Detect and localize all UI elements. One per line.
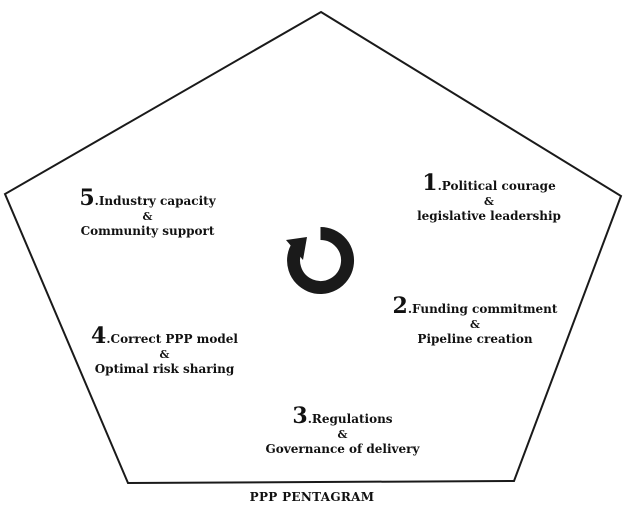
- item-2-subtitle: Pipeline creation: [417, 332, 533, 346]
- item-1-title: Political courage: [441, 179, 556, 193]
- item-5-connector: &: [142, 210, 153, 223]
- item-2-number: 2: [392, 293, 408, 319]
- item-1-number: 1: [422, 170, 438, 196]
- item-5-heading: 5.Industry capacity: [79, 185, 216, 211]
- item-2-heading: 2.Funding commitment: [392, 293, 558, 319]
- item-1-connector: &: [484, 195, 494, 208]
- pentagram-item-3: 3.Regulations & Governance of delivery: [250, 403, 435, 458]
- diagram-caption: PPP PENTAGRAM: [249, 490, 375, 504]
- item-5-title: Industry capacity: [98, 194, 216, 208]
- pentagram-item-1: 1.Political courage & legislative leader…: [409, 170, 569, 225]
- pentagram-item-5: 5.Industry capacity & Community support: [55, 185, 240, 240]
- item-3-connector: &: [337, 428, 348, 441]
- pentagram-item-4: 4.Correct PPP model & Optimal risk shari…: [72, 323, 257, 378]
- item-3-number: 3: [292, 403, 308, 429]
- item-1-heading: 1.Political courage: [422, 170, 556, 196]
- item-3-title: Regulations: [311, 412, 393, 426]
- circular-cycle-arrow-icon: [286, 227, 355, 294]
- item-2-connector: &: [470, 318, 480, 331]
- item-4-subtitle: Optimal risk sharing: [94, 362, 235, 376]
- item-3-subtitle: Governance of delivery: [265, 442, 420, 456]
- item-3-heading: 3.Regulations: [292, 403, 393, 429]
- item-4-number: 4: [91, 323, 107, 349]
- item-4-heading: 4.Correct PPP model: [91, 323, 238, 349]
- item-5-subtitle: Community support: [80, 224, 215, 238]
- pentagram-item-2: 2.Funding commitment & Pipeline creation: [380, 293, 570, 348]
- item-4-connector: &: [159, 348, 170, 361]
- item-2-title: Funding commitment: [412, 302, 558, 316]
- item-5-number: 5: [79, 185, 95, 211]
- pentagon-outline: [3, 10, 623, 485]
- item-4-title: Correct PPP model: [110, 332, 238, 346]
- item-1-subtitle: legislative leadership: [417, 209, 561, 223]
